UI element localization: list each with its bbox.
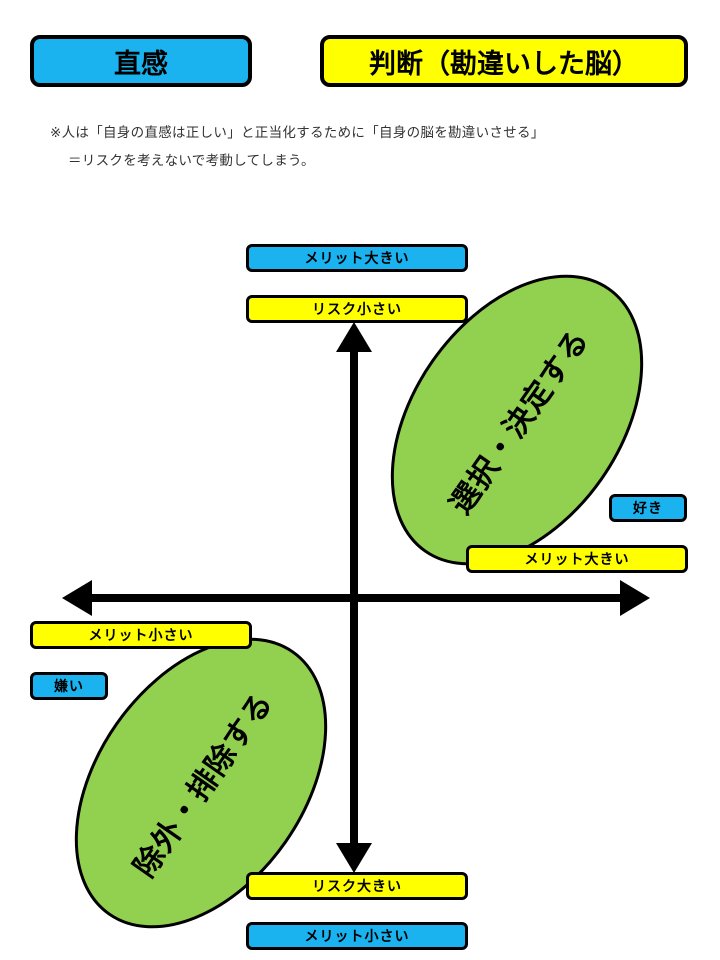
top-merit-large-label: メリット大きい: [246, 244, 468, 272]
note-line-1: ※人は「自身の直感は正しい」と正当化するために「自身の脳を勘違いさせる」: [50, 125, 545, 141]
bottom-risk-large-label: リスク大きい: [246, 872, 468, 900]
vertical-axis-arrow-down: [336, 843, 372, 873]
intuition-label: 直感: [114, 48, 168, 80]
judgment-box: 判断（勘違いした脳）: [320, 35, 688, 87]
judgment-label: 判断（勘違いした脳）: [369, 48, 639, 80]
left-dislike-label: 嫌い: [30, 672, 108, 700]
horizontal-axis-arrow-left: [62, 580, 92, 616]
select-decide-ellipse: [390, 274, 644, 566]
top-risk-small-label: リスク小さい: [246, 295, 468, 323]
note-line-2: ＝リスクを考えないで考動してしまう。: [68, 153, 315, 169]
bottom-merit-small-label: メリット小さい: [246, 922, 468, 950]
intuition-box: 直感: [30, 35, 252, 87]
right-merit-large-label: メリット大きい: [466, 545, 688, 573]
exclude-eliminate-ellipse: [74, 637, 328, 929]
vertical-axis-arrow-up: [336, 322, 372, 352]
horizontal-axis-arrow-right: [620, 580, 650, 616]
right-like-label: 好き: [609, 494, 687, 522]
left-merit-small-label: メリット小さい: [30, 621, 252, 649]
